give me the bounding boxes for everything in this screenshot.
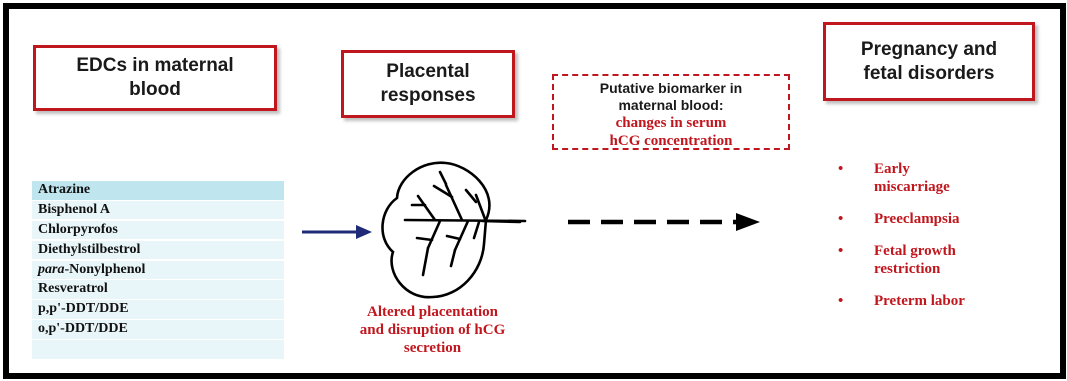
disorder-line-2: restriction xyxy=(874,260,1038,278)
caption-line-1: Altered placentation xyxy=(325,303,540,321)
bullet-dot: • xyxy=(838,160,843,178)
disorder-line-1: Preterm labor xyxy=(874,292,1038,310)
caption-line-3: secretion xyxy=(325,339,540,357)
disorder-line-1: Early xyxy=(874,160,1038,178)
disorder-item: • Early miscarriage xyxy=(838,160,1038,196)
disorder-list: • Early miscarriage • Preeclampsia • Fet… xyxy=(838,160,1038,310)
bullet-dot: • xyxy=(838,242,843,260)
disorder-item: • Fetal growth restriction xyxy=(838,242,1038,278)
disorder-item: • Preterm labor xyxy=(838,292,1038,310)
bullet-dot: • xyxy=(838,210,843,228)
disorder-item: • Preeclampsia xyxy=(838,210,1038,228)
navy-arrow xyxy=(302,225,372,239)
disorder-line-1: Fetal growth xyxy=(874,242,1038,260)
placenta-icon xyxy=(382,163,525,298)
dashed-arrow xyxy=(568,213,760,231)
placenta-caption: Altered placentation and disruption of h… xyxy=(325,303,540,357)
disorder-line-1: Preeclampsia xyxy=(874,210,1038,228)
disorder-line-2: miscarriage xyxy=(874,178,1038,196)
caption-line-2: and disruption of hCG xyxy=(325,321,540,339)
bullet-dot: • xyxy=(838,292,843,310)
